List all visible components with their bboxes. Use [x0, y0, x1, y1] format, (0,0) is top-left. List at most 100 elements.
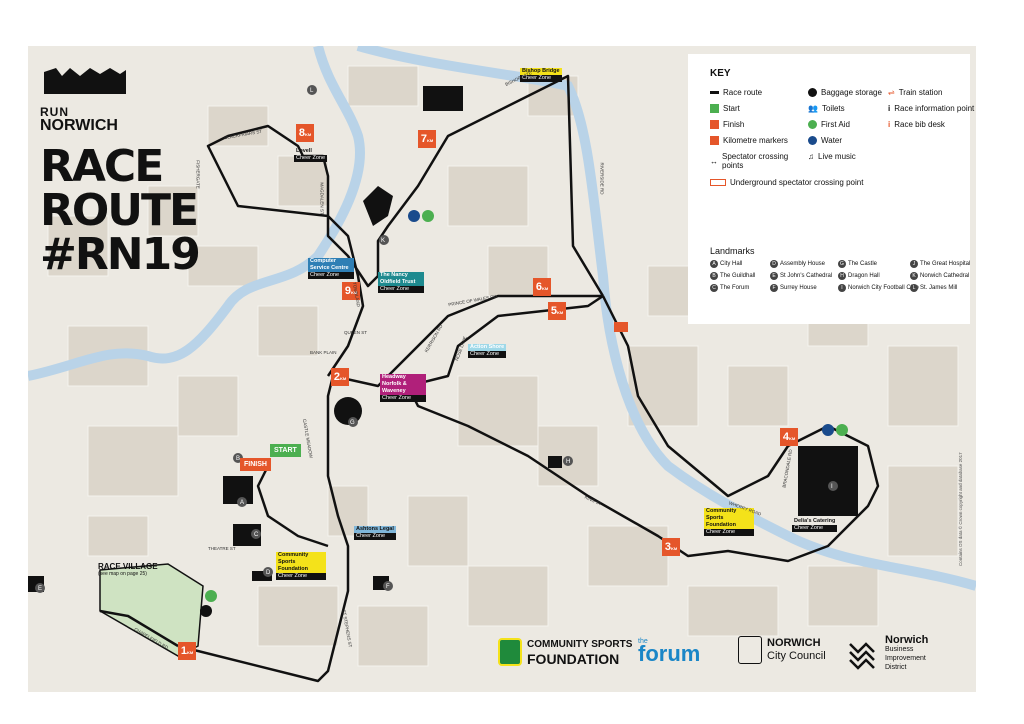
- km-marker-2: 2KM: [331, 368, 349, 386]
- street-label: BANK PLAIN: [310, 350, 337, 355]
- map-key: KEY Race route Start Finish Kilometre ma…: [688, 54, 974, 324]
- start-flag-icon: [710, 104, 719, 113]
- info-icon: i: [888, 104, 891, 113]
- km-marker-4: 4KM: [780, 428, 798, 446]
- km-marker-7: 7KM: [418, 130, 436, 148]
- toilets-icon: 👥: [808, 104, 818, 113]
- buildings: [47, 65, 959, 667]
- key-heading: KEY: [710, 68, 731, 79]
- landmark-letters: K G A B C D E F H I L: [35, 85, 838, 593]
- key-finish: Finish: [710, 120, 744, 129]
- svg-text:K: K: [381, 238, 385, 244]
- km-marker-3: 3KM: [662, 538, 680, 556]
- forum-logo: the forum: [638, 638, 701, 666]
- sponsor-logos: COMMUNITY SPORTS FOUNDATION the forum NO…: [498, 635, 968, 676]
- baggage-icon: [200, 605, 212, 617]
- key-crossing: ↔Spectator crossing points: [710, 152, 789, 170]
- title-route: ROUTE: [40, 185, 199, 236]
- river-wensum: [28, 46, 365, 381]
- baggage-icon: [808, 88, 817, 97]
- landmark-shapes: [28, 86, 858, 592]
- svg-text:D: D: [266, 570, 271, 576]
- km-marker-9: 9KM: [342, 282, 360, 300]
- svg-text:H: H: [566, 459, 570, 465]
- title-race: RACE: [40, 141, 164, 192]
- svg-text:E: E: [38, 586, 42, 592]
- first-aid-icon-2: [836, 424, 848, 436]
- key-start: Start: [710, 104, 740, 113]
- water-icon: [808, 136, 817, 145]
- csf-logo: COMMUNITY SPORTS FOUNDATION: [498, 638, 632, 666]
- council-crest-icon: [738, 636, 762, 664]
- svg-text:I: I: [831, 484, 833, 490]
- street-label: MAGDALEN ST: [319, 182, 325, 215]
- copyright-note: Contains OS data © Crown copyright and d…: [958, 452, 963, 566]
- svg-text:L: L: [310, 88, 314, 94]
- svg-text:F: F: [386, 584, 390, 590]
- key-train: ⇌Train station: [888, 88, 943, 97]
- landmarks-title: Landmarks: [710, 246, 755, 256]
- svg-text:G: G: [350, 420, 355, 426]
- race-village-label: RACE VILLAGE (see map on page 25): [98, 562, 158, 577]
- run-norwich-logo: [44, 68, 126, 94]
- svg-text:A: A: [240, 500, 244, 506]
- csf-badge-icon: [498, 638, 522, 666]
- finish-marker: FINISH: [240, 458, 271, 471]
- brand-run: RUN: [40, 105, 69, 119]
- race-route-line-icon: [710, 91, 719, 94]
- crossing-arrow-icon: ↔: [710, 156, 718, 166]
- km-marker-8: 8KM: [296, 124, 314, 142]
- svg-text:C: C: [254, 532, 259, 538]
- street-label: FISHERGATE: [195, 160, 201, 189]
- key-km: Kilometre markers: [710, 136, 788, 145]
- svg-text:B: B: [236, 456, 240, 462]
- finish-flag-icon: [710, 120, 719, 129]
- key-underground: Underground spectator crossing point: [710, 178, 863, 187]
- title-hashtag: #RN19: [40, 229, 201, 280]
- bib-desk-icon: i: [888, 120, 891, 129]
- train-icon: [614, 322, 628, 332]
- first-aid-icon-3: [205, 590, 217, 602]
- key-toilets: 👥Toilets: [808, 104, 845, 113]
- start-marker: START: [270, 444, 301, 457]
- norwich-city-council-logo: NORWICH City Council: [738, 636, 826, 664]
- bid-chevron-icon: [849, 642, 875, 670]
- first-aid-icon: [808, 120, 817, 129]
- km-marker-icon: [710, 136, 719, 145]
- train-icon: ⇌: [888, 88, 895, 97]
- music-icon: ♫: [808, 152, 814, 161]
- water-icon-2: [822, 424, 834, 436]
- street-label: QUEEN ST: [344, 330, 368, 335]
- water-icon: [408, 210, 420, 222]
- street-label: THEATRE ST: [208, 546, 236, 551]
- km-marker-1: 1KM: [178, 642, 196, 660]
- key-baggage: Baggage storage: [808, 88, 882, 97]
- map-page: K G A B C D E F H I L RUN NORWICH RACE: [28, 46, 976, 692]
- km-marker-6: 6KM: [533, 278, 551, 296]
- key-water: Water: [808, 136, 842, 145]
- route-map[interactable]: K G A B C D E F H I L: [28, 46, 976, 692]
- km-marker-5: 5KM: [548, 302, 566, 320]
